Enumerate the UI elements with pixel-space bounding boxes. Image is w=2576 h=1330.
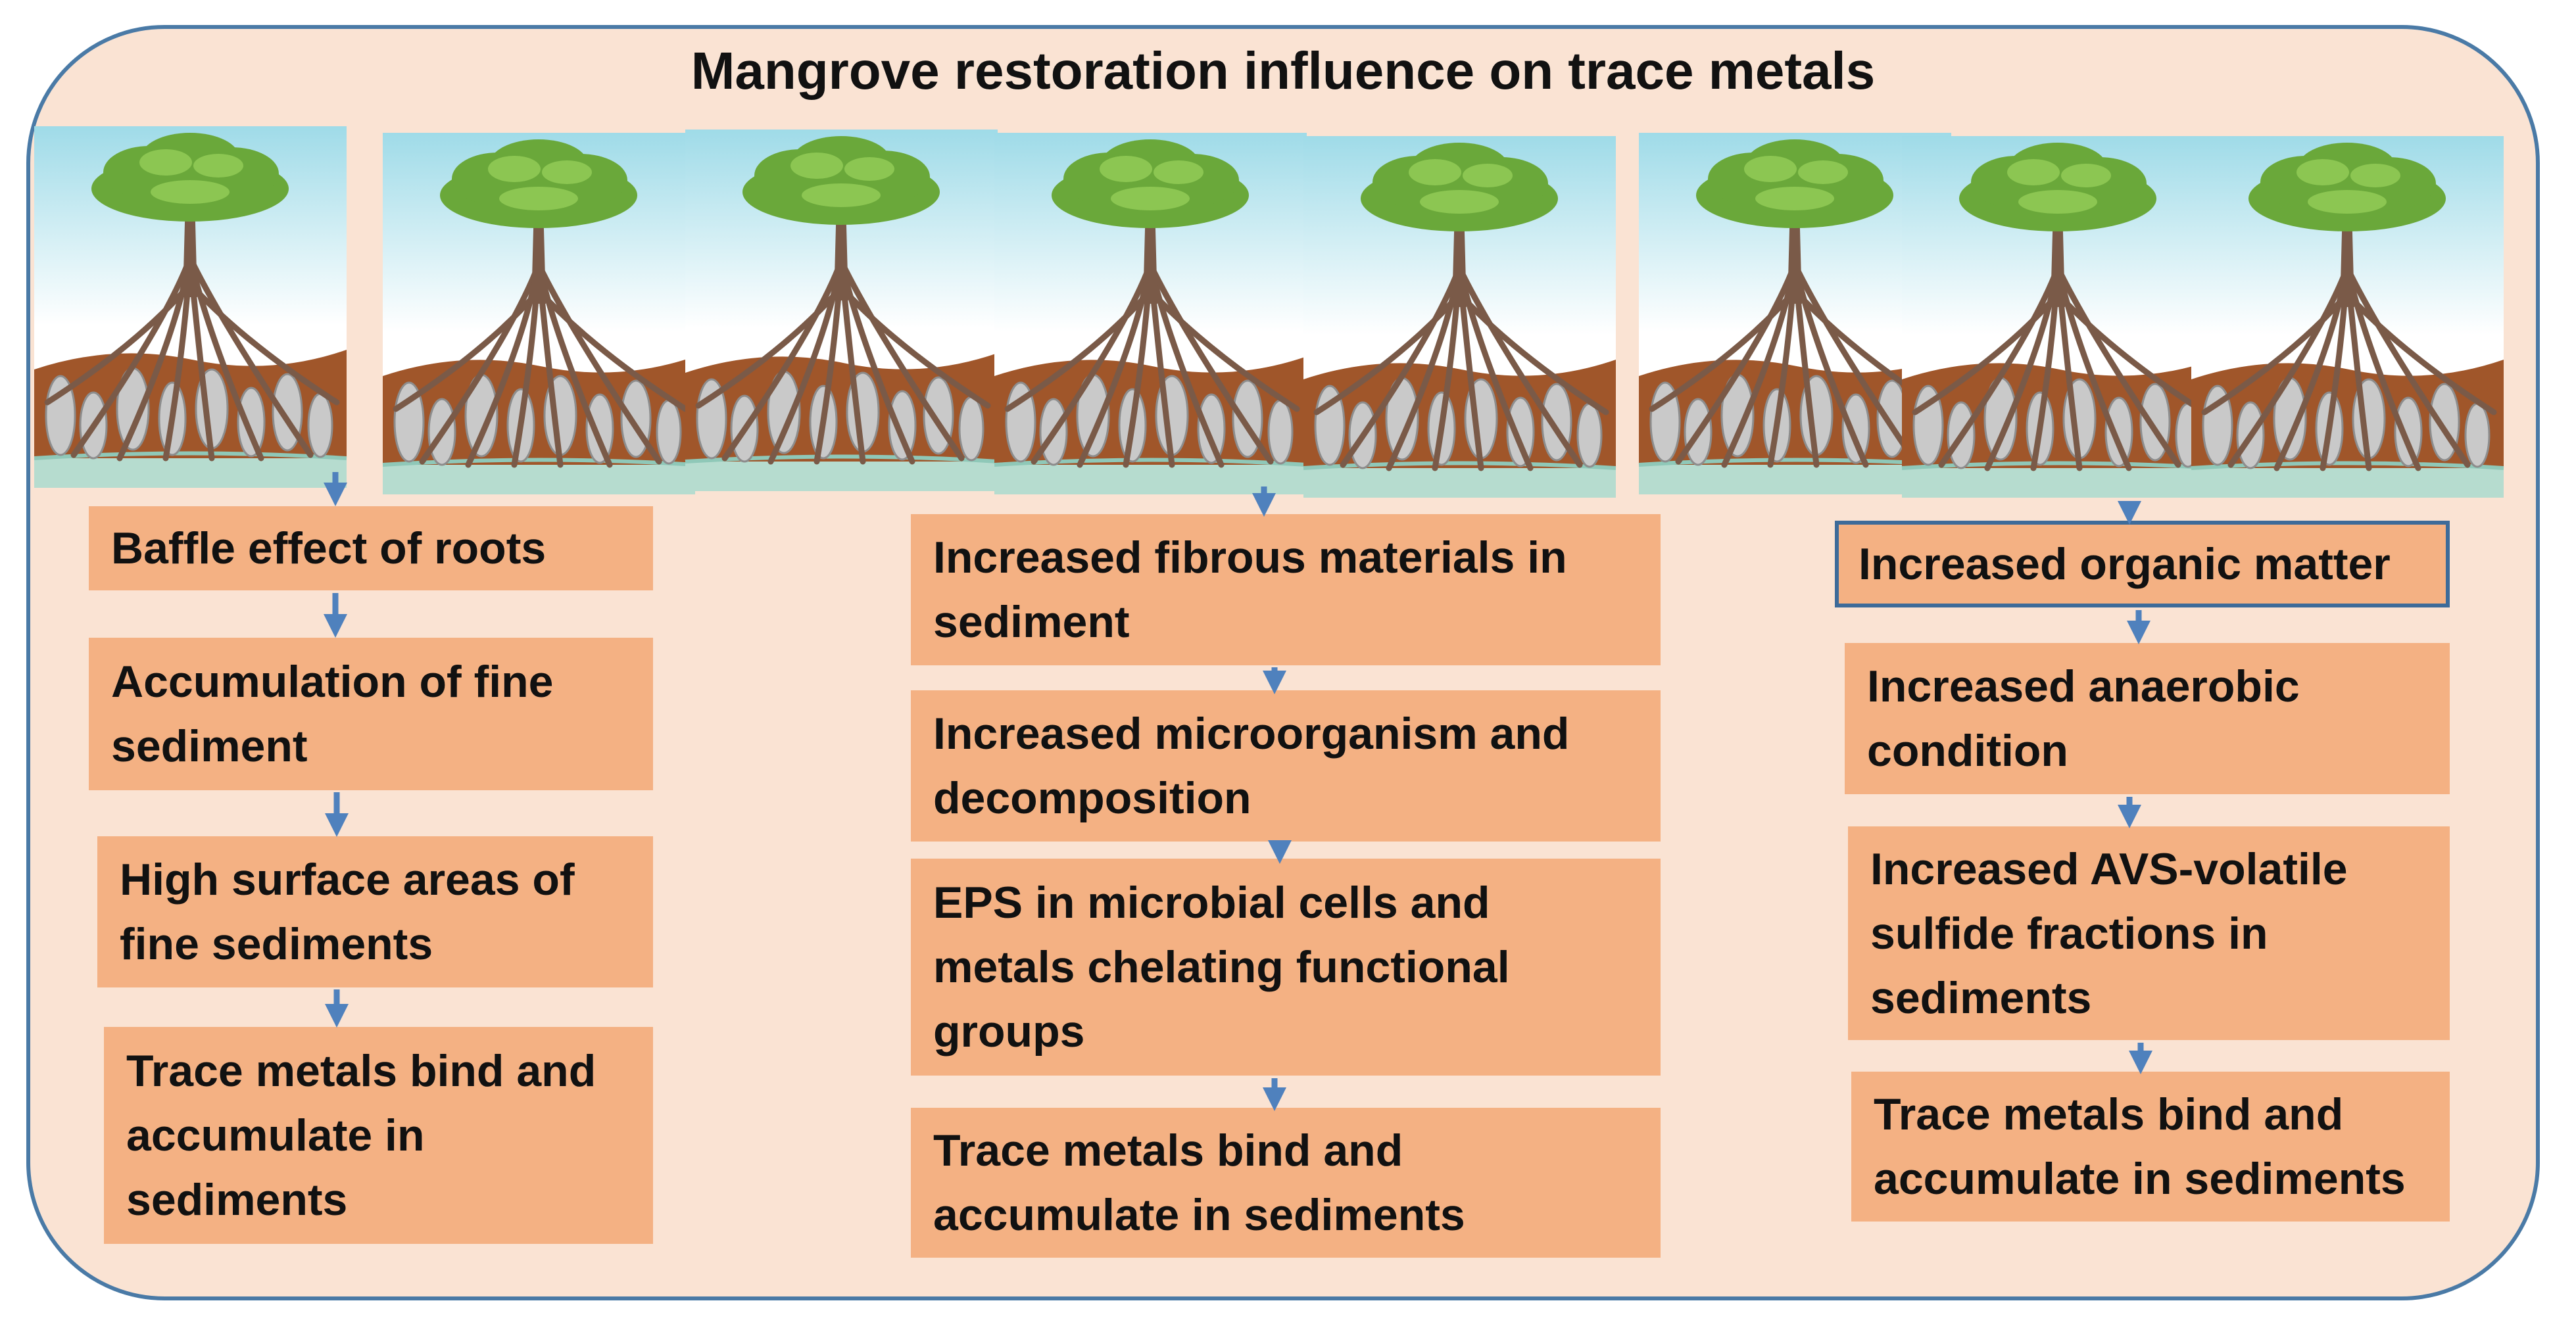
col2-step2-box: Increased microorganism and decompositio… (911, 690, 1661, 842)
col1-step2-box: Accumulation of fine sediment (89, 638, 653, 790)
col2-step4-box: Trace metals bind and accumulate in sedi… (911, 1108, 1661, 1258)
col1-step4-box: Trace metals bind and accumulate in sedi… (104, 1027, 653, 1244)
col3-step2-box: Increased anaerobic condition (1845, 643, 2450, 794)
col3-step3-box: Increased AVS-volatile sulfide fractions… (1848, 826, 2450, 1040)
col3-step1-box: Increased organic matter (1835, 521, 2450, 607)
col2-step1-box: Increased fibrous materials in sediment (911, 514, 1661, 665)
col3-step4-box: Trace metals bind and accumulate in sedi… (1851, 1072, 2450, 1222)
diagram-title: Mangrove restoration influence on trace … (691, 41, 1876, 100)
col1-step3-box: High surface areas of fine sediments (97, 836, 653, 987)
col2-step3-box: EPS in microbial cells and metals chelat… (911, 859, 1661, 1076)
col1-step1-box: Baffle effect of roots (89, 506, 653, 590)
